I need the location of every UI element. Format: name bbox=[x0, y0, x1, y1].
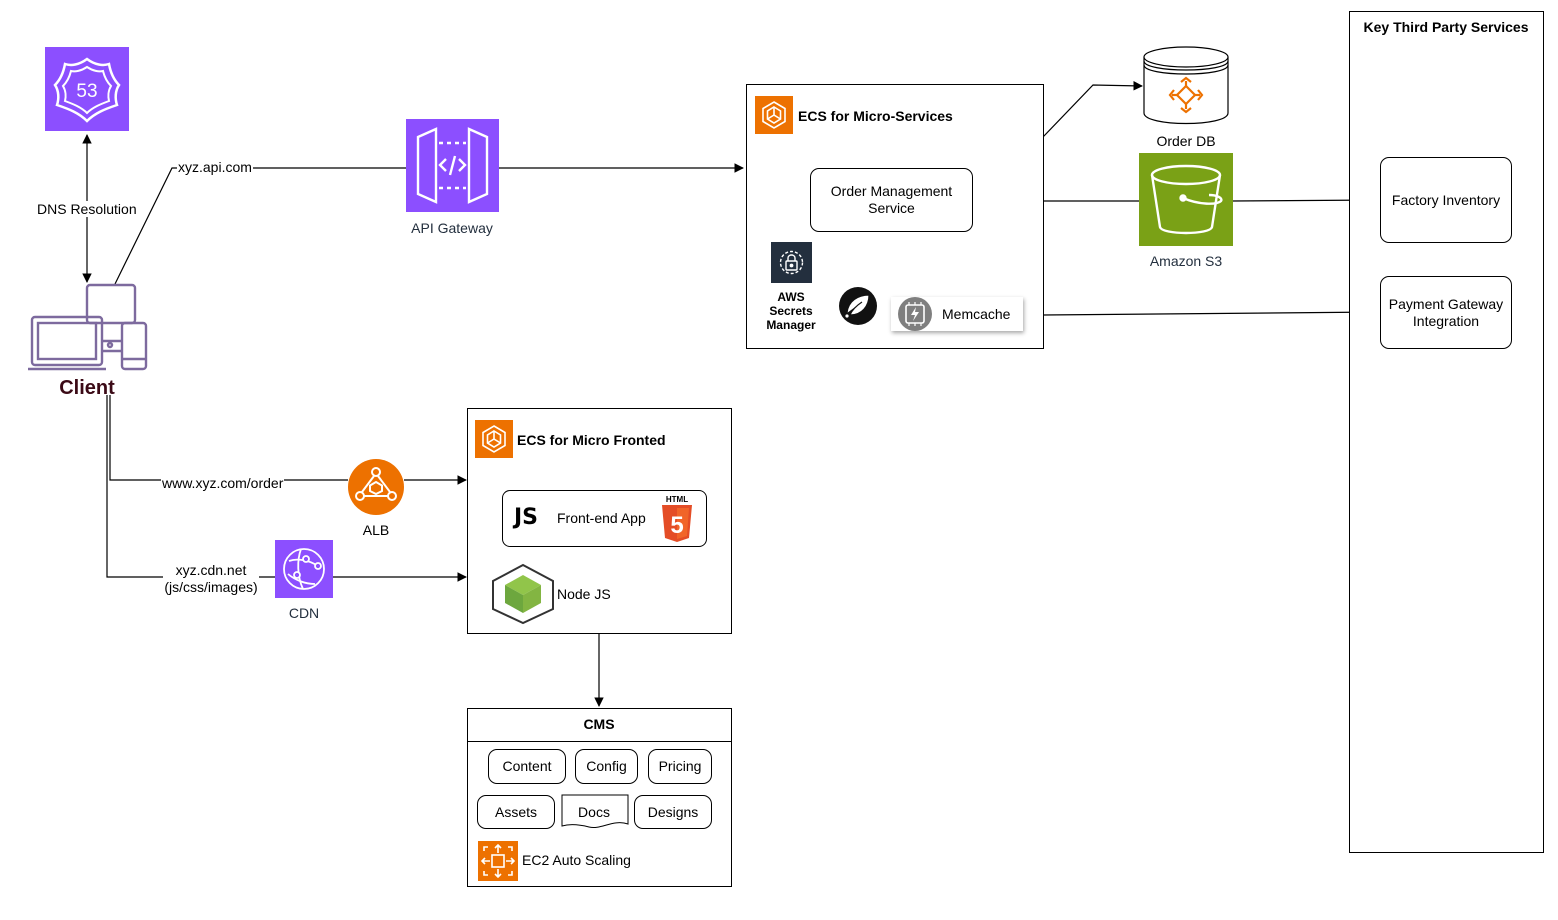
ecs-microfrontend-title: ECS for Micro Fronted bbox=[517, 432, 666, 448]
secrets-manager-icon bbox=[771, 242, 812, 283]
s3-label: Amazon S3 bbox=[1149, 253, 1223, 269]
secrets-line1: AWS bbox=[777, 290, 805, 304]
s3-node bbox=[1139, 153, 1233, 246]
route53-node: 53 bbox=[45, 47, 129, 131]
secrets-line3: Manager bbox=[766, 318, 816, 332]
svg-text:5: 5 bbox=[670, 512, 683, 539]
cms-item-assets-label: Assets bbox=[494, 803, 537, 820]
cms-item-assets[interactable]: Assets bbox=[477, 795, 555, 829]
order-service-line1: Order Management bbox=[830, 183, 953, 199]
client-to-api-edge bbox=[114, 167, 406, 285]
order-url-label: www.xyz.com/order bbox=[161, 475, 285, 491]
api-gateway-node bbox=[406, 119, 499, 212]
alb-node bbox=[347, 458, 405, 516]
order-management-service[interactable]: Order Management Service bbox=[810, 168, 973, 232]
dns-resolution-label: DNS Resolution bbox=[36, 201, 138, 217]
cdn-url-line1: xyz.cdn.net bbox=[175, 562, 247, 578]
cms-item-docs-label: Docs bbox=[578, 804, 610, 820]
cms-item-designs-label: Designs bbox=[647, 803, 699, 820]
cms-item-pricing[interactable]: Pricing bbox=[648, 749, 712, 784]
cms-item-config[interactable]: Config bbox=[575, 749, 638, 784]
autoscaling-label: EC2 Auto Scaling bbox=[522, 852, 631, 868]
alb-label: ALB bbox=[362, 522, 390, 538]
cms-item-pricing-label: Pricing bbox=[658, 758, 702, 774]
api-url-label: xyz.api.com bbox=[177, 159, 253, 175]
order-db-label: Order DB bbox=[1156, 133, 1216, 149]
cms-item-config-label: Config bbox=[586, 758, 627, 774]
cdn-label: CDN bbox=[288, 605, 320, 621]
route53-shield-icon: 53 bbox=[45, 47, 129, 131]
api-gateway-icon bbox=[406, 119, 499, 212]
load-balancer-icon bbox=[348, 459, 404, 515]
api-gateway-label: API Gateway bbox=[411, 220, 493, 236]
s3-bucket-icon bbox=[1139, 153, 1233, 246]
ecs-frontend-icon bbox=[475, 420, 513, 458]
cdn-node bbox=[275, 540, 333, 598]
svg-text:53: 53 bbox=[76, 81, 97, 102]
ecs-microservices-title: ECS for Micro-Services bbox=[798, 108, 953, 124]
factory-inventory-box[interactable]: Factory Inventory bbox=[1380, 157, 1512, 243]
third-party-title: Key Third Party Services bbox=[1363, 19, 1529, 35]
order-db-node bbox=[1141, 45, 1231, 127]
cms-header: CMS bbox=[467, 708, 732, 742]
nodejs-label: Node JS bbox=[557, 586, 611, 602]
client-devices-icon bbox=[28, 283, 148, 371]
cms-item-designs[interactable]: Designs bbox=[634, 795, 712, 829]
payment-line2: Integration bbox=[1412, 312, 1480, 329]
nodejs-cube-icon bbox=[491, 563, 555, 625]
autoscaling-icon bbox=[478, 841, 518, 881]
ecs-icon bbox=[755, 96, 793, 134]
cms-item-docs[interactable]: Docs bbox=[561, 794, 629, 830]
memcache-icon bbox=[898, 297, 932, 331]
document-shape bbox=[561, 794, 629, 829]
memcache-label: Memcache bbox=[942, 306, 1011, 322]
cms-item-content[interactable]: Content bbox=[488, 749, 566, 784]
js-icon: JS bbox=[514, 505, 539, 530]
third-party-container bbox=[1349, 11, 1544, 853]
svg-text:HTML: HTML bbox=[666, 495, 688, 504]
payment-gateway-box[interactable]: Payment Gateway Integration bbox=[1380, 276, 1512, 349]
cdn-url-label: xyz.cdn.net (js/css/images) bbox=[163, 562, 259, 596]
payment-line1: Payment Gateway bbox=[1388, 295, 1504, 312]
frontend-app-box[interactable]: JS Front-end App HTML 5 bbox=[502, 490, 707, 547]
database-icon bbox=[1143, 46, 1229, 125]
factory-inventory-label: Factory Inventory bbox=[1391, 191, 1501, 208]
html5-icon: HTML 5 bbox=[662, 495, 692, 542]
order-service-line2: Service bbox=[868, 200, 915, 216]
cms-item-content-label: Content bbox=[502, 758, 552, 774]
frontend-app-label: Front-end App bbox=[557, 510, 646, 526]
cms-title: CMS bbox=[583, 716, 615, 732]
secrets-manager-label: AWS Secrets Manager bbox=[760, 290, 822, 332]
route53-bg bbox=[45, 47, 129, 131]
secrets-line2: Secrets bbox=[769, 304, 813, 318]
memcache-node[interactable]: Memcache bbox=[891, 297, 1023, 331]
spring-leaf-icon bbox=[838, 286, 878, 326]
ecs-to-orderdb-edge bbox=[1042, 81, 1143, 138]
cloudfront-icon bbox=[275, 540, 333, 598]
client-label: Client bbox=[59, 377, 115, 399]
ecs-to-payment-edge bbox=[1042, 307, 1381, 317]
client-to-alb-edge bbox=[109, 395, 348, 481]
cdn-url-line2: (js/css/images) bbox=[164, 579, 258, 595]
client-node bbox=[27, 283, 149, 373]
